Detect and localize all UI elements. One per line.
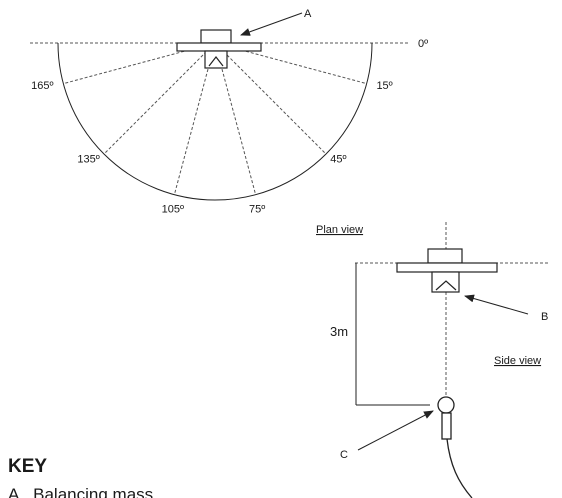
mounting-plate-side	[396, 262, 498, 273]
callout-b-label: B	[541, 311, 548, 323]
angle-label-105: 105º	[162, 203, 184, 215]
angle-label-135: 135º	[77, 153, 99, 165]
key: KEY A Balancing mass	[8, 456, 153, 498]
balancing-mass-top	[200, 29, 232, 44]
callout-b-leader	[464, 294, 529, 315]
callout-c-label: C	[340, 449, 348, 461]
microphone-head	[437, 396, 455, 414]
speaker-driver-side	[435, 280, 457, 291]
plan-view: 0º 15º 45º 75º 105º 135º 165º A Plan view	[30, 8, 428, 236]
mounting-plate-top	[176, 42, 262, 52]
plan-view-caption: Plan view	[316, 224, 363, 236]
side-view: B 3m Side view C	[330, 222, 548, 498]
radial-line-165	[63, 45, 204, 85]
microphone-cable	[446, 438, 473, 498]
balancing-mass-side	[427, 248, 463, 264]
side-view-caption: Side view	[494, 355, 541, 367]
angle-label-15: 15º	[376, 80, 392, 92]
key-item-a: A Balancing mass	[8, 485, 153, 498]
key-item-a-letter: A	[8, 485, 20, 498]
speaker-body-top	[204, 50, 228, 69]
radial-line-45	[223, 51, 327, 155]
callout-a-leader	[240, 12, 303, 36]
radial-line-15	[226, 45, 367, 85]
callout-c-leader	[357, 410, 434, 451]
distance-label: 3m	[330, 324, 348, 339]
radial-line-135	[103, 51, 207, 155]
microphone-body	[441, 412, 452, 440]
radial-line-105	[173, 54, 213, 195]
key-title: KEY	[8, 456, 47, 477]
key-item-a-text: Balancing mass	[33, 485, 153, 498]
speaker-driver-top	[208, 56, 224, 67]
angle-radials: 15º 45º 75º 105º 135º 165º	[31, 45, 393, 215]
angle-label-75: 75º	[249, 203, 265, 215]
radial-line-75	[217, 54, 257, 195]
zero-angle-label: 0º	[418, 38, 428, 50]
measurement-arc	[57, 42, 373, 201]
callout-a-label: A	[304, 8, 312, 20]
angle-label-165: 165º	[31, 80, 53, 92]
angle-label-45: 45º	[330, 153, 346, 165]
